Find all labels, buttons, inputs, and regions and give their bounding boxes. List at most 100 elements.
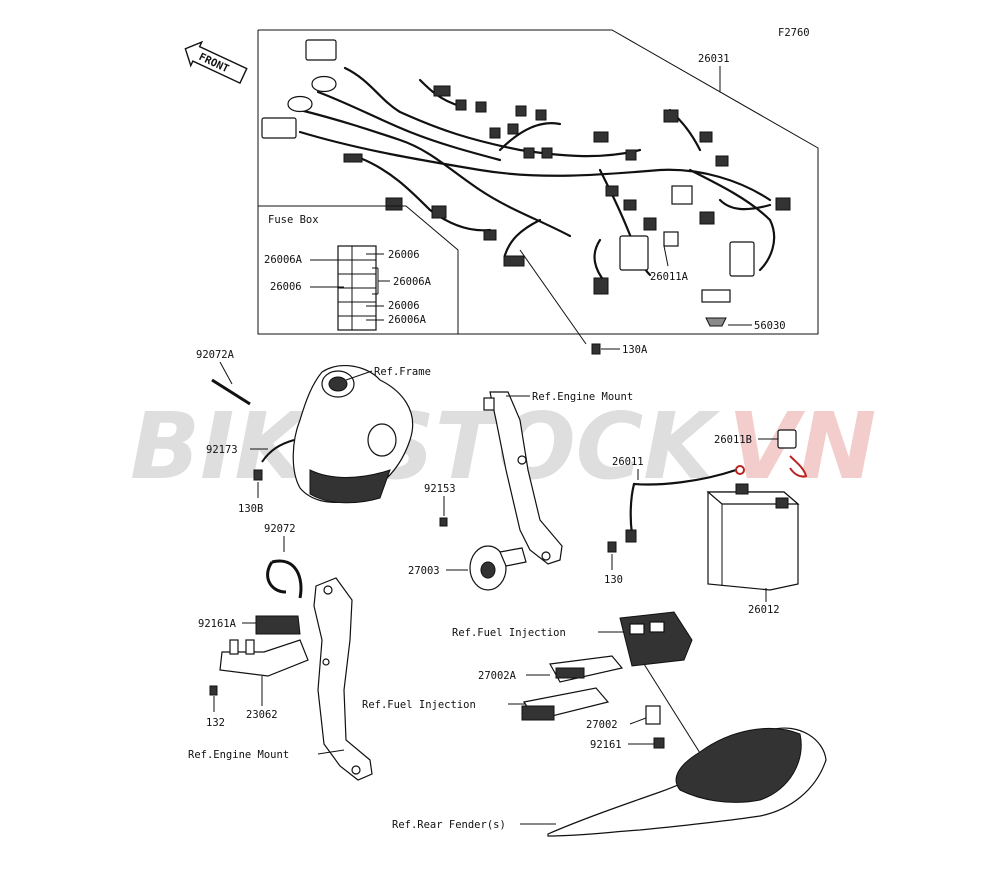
label-92173: 92173 <box>206 444 238 456</box>
label-26012: 26012 <box>748 604 780 616</box>
fuse-right-label-2: 26006A <box>393 276 432 288</box>
connector-q <box>593 131 609 143</box>
fuse-right-label-4: 26006A <box>388 314 427 326</box>
connector-aa <box>775 197 791 211</box>
bolt-130A: 130A <box>591 343 648 356</box>
relay-26011A <box>663 231 679 247</box>
connector-ab <box>593 277 609 295</box>
connector-c <box>287 95 313 113</box>
label-26011: 26011 <box>612 456 644 468</box>
label-26011A: 26011A <box>650 271 689 283</box>
label-130: 130 <box>604 574 623 586</box>
lower-left-group: 92072 92161A 23062 132 Ref.Engine Mount <box>188 523 373 781</box>
label-26011B: 26011B <box>714 434 752 446</box>
fuse-right-label-1: 26006 <box>388 249 420 261</box>
label-92161: 92161 <box>590 739 622 751</box>
label-ref-engine-mount-lower: Ref.Engine Mount <box>188 749 289 761</box>
connector-u <box>715 155 729 167</box>
connector-o <box>523 147 535 159</box>
harness-connectors <box>261 39 791 327</box>
connector-ad <box>503 255 525 267</box>
battery-group: 26011B 26011 130 26012 <box>604 429 808 616</box>
connector-i <box>455 99 467 111</box>
connector-l <box>535 109 547 121</box>
label-92161A: 92161A <box>198 618 237 630</box>
connector-t <box>699 131 713 143</box>
junction-connector <box>729 241 755 277</box>
label-27002: 27002 <box>586 719 618 731</box>
terminal-cap <box>789 455 808 478</box>
connector-j <box>475 101 487 113</box>
connector-y <box>643 217 657 231</box>
connector-v <box>671 185 693 205</box>
connector-g <box>431 205 447 219</box>
bolt-130B <box>253 469 263 481</box>
label-130A: 130A <box>622 344 648 356</box>
harness-enclosure <box>257 29 819 335</box>
band-92072 <box>266 559 303 599</box>
connector-r <box>625 149 637 161</box>
label-ref-frame: Ref.Frame <box>374 366 431 378</box>
connector-ac <box>483 229 497 241</box>
harness-labels: 26031 26011A 56030 <box>519 53 786 345</box>
fuse-left-label-1: 26006A <box>264 254 303 266</box>
bracket-23062 <box>219 639 309 677</box>
front-arrow-icon: FRONT <box>184 40 248 85</box>
label-23062: 23062 <box>246 709 278 721</box>
band-92072A <box>211 378 251 406</box>
connector-x <box>623 199 637 211</box>
fuse-left-label-2: 26006 <box>270 281 302 293</box>
label-92153: 92153 <box>424 483 456 495</box>
fuse-box: Fuse Box 26006A 26006 26006 26006A 26006… <box>258 205 459 334</box>
label-ref-rear-fender: Ref.Rear Fender(s) <box>392 819 506 831</box>
connector-e <box>343 153 363 163</box>
relay-26011B <box>777 429 797 449</box>
watermark-text-red: VN <box>728 393 876 500</box>
fuse-box-title: Fuse Box <box>268 214 319 226</box>
nut-92153 <box>439 517 448 527</box>
label-132: 132 <box>206 717 225 729</box>
fuse-right-label-3: 26006 <box>388 300 420 312</box>
cover-56030 <box>701 289 731 303</box>
watermark: BIKESTOCK VN <box>130 393 876 500</box>
connector-n <box>507 123 519 135</box>
label-27002A: 27002A <box>478 670 517 682</box>
figure-code: F2760 <box>778 27 810 39</box>
connector-h <box>433 85 451 97</box>
ecu-tray <box>619 611 693 667</box>
pad-92161A <box>255 615 301 635</box>
connector-a <box>305 39 337 61</box>
connector-w <box>605 185 619 197</box>
label-ref-fuel-injection-2: Ref.Fuel Injection <box>362 699 476 711</box>
connector-f <box>385 197 403 211</box>
connector-d <box>261 117 297 139</box>
label-92072: 92072 <box>264 523 296 535</box>
bolt-130 <box>607 541 617 553</box>
label-ref-fuel-injection-1: Ref.Fuel Injection <box>452 627 566 639</box>
clamp-92173 <box>261 439 295 463</box>
label-130B: 130B <box>238 503 263 515</box>
label-27003: 27003 <box>408 565 440 577</box>
engine-mount-lower <box>313 577 373 781</box>
module-27002 <box>645 705 661 725</box>
engine-mount-upper: Ref.Engine Mount <box>483 391 633 565</box>
label-56030: 56030 <box>754 320 786 332</box>
ecu-connector <box>619 235 649 271</box>
cover-pad <box>705 317 727 327</box>
connector-m <box>489 127 501 139</box>
horn-27003: 27003 92153 <box>408 483 527 591</box>
label-26031: 26031 <box>698 53 730 65</box>
connector-k <box>515 105 527 117</box>
label-92072A: 92072A <box>196 349 235 361</box>
connector-z <box>699 211 715 225</box>
watermark-text-gray: BIKESTOCK <box>130 393 720 500</box>
label-ref-engine-mount-upper: Ref.Engine Mount <box>532 391 633 403</box>
connector-b <box>311 75 337 93</box>
connector-p <box>541 147 553 159</box>
frame-opening <box>367 423 397 457</box>
pad-92161 <box>653 737 665 749</box>
bolt-132 <box>209 685 218 696</box>
cable-end <box>625 529 637 543</box>
